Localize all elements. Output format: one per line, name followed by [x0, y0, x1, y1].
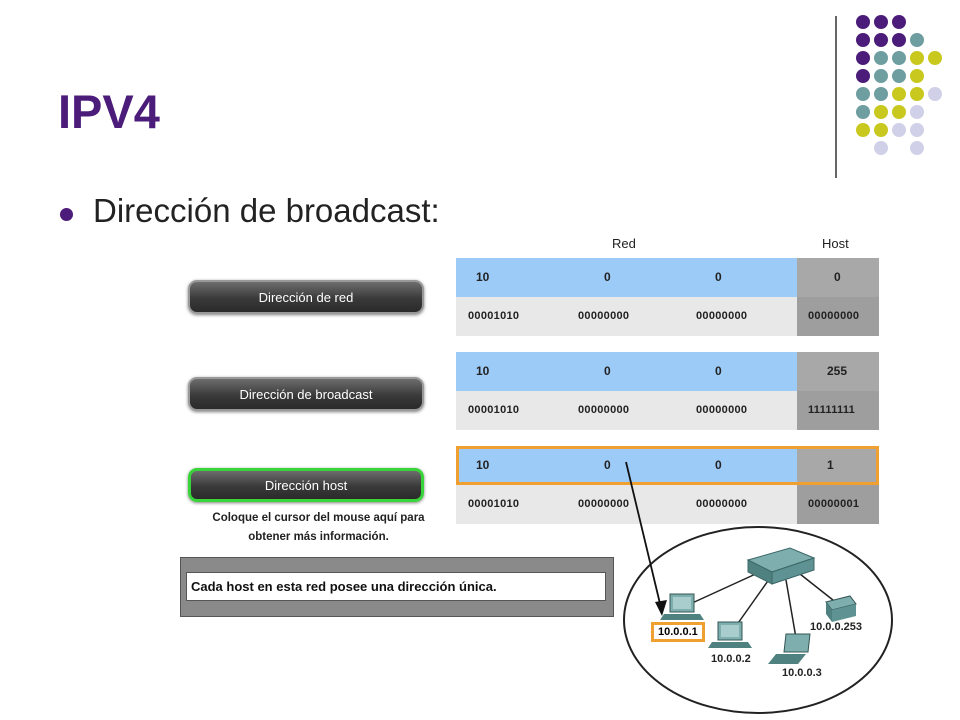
- octet-2-decimal: 0: [604, 458, 611, 472]
- slide-title: IPV4: [58, 85, 160, 138]
- bullet-text: Dirección de broadcast:: [93, 192, 440, 229]
- bullet-dot: [60, 208, 73, 221]
- broadcast-address-button[interactable]: Dirección de broadcast: [188, 377, 424, 411]
- octet-3-binary: 00000000: [696, 310, 748, 322]
- octet-4-decimal: 255: [827, 364, 848, 378]
- octet-4-binary: 11111111: [808, 404, 856, 416]
- octet-3-decimal: 0: [715, 458, 722, 472]
- host-row-highlight: [456, 446, 879, 485]
- octet-2-binary: 00000000: [578, 498, 630, 510]
- octet-4-binary: 00000000: [808, 310, 860, 322]
- link-host-2: [735, 577, 771, 627]
- octet-1-binary: 00001010: [468, 310, 520, 322]
- address-table-broadcast: 10 0 0 255 00001010 00000000 00000000 11…: [456, 352, 879, 430]
- octet-2-decimal: 0: [604, 364, 611, 378]
- column-header-red: Red: [612, 236, 636, 251]
- divider-line: [835, 16, 837, 178]
- link-host-3: [785, 579, 797, 639]
- octet-1-decimal: 10: [476, 270, 490, 284]
- switch-icon: [746, 547, 816, 585]
- arrow-line: [625, 461, 663, 613]
- octet-2-binary: 00000000: [578, 404, 630, 416]
- octet-4-binary: 00000001: [808, 498, 860, 510]
- octet-2-binary: 00000000: [578, 310, 630, 322]
- host-label-3: 10.0.0.3: [782, 667, 822, 679]
- octet-3-decimal: 0: [715, 270, 722, 284]
- laptop-icon: [768, 633, 811, 664]
- octet-3-binary: 00000000: [696, 498, 748, 510]
- network-address-button[interactable]: Dirección de red: [188, 280, 424, 314]
- info-text: Cada host en esta red posee una direcció…: [186, 572, 606, 601]
- octet-4-decimal: 0: [834, 270, 841, 284]
- hover-hint-line-2: obtener más información.: [248, 531, 389, 543]
- computer-icon-1: [660, 593, 704, 620]
- info-box: Cada host en esta red posee una direcció…: [180, 557, 614, 617]
- host-label-2: 10.0.0.2: [711, 653, 751, 665]
- octet-1-binary: 00001010: [468, 404, 520, 416]
- octet-3-binary: 00000000: [696, 404, 748, 416]
- host-label-4: 10.0.0.253: [810, 621, 862, 633]
- link-host-1: [689, 571, 761, 605]
- host-address-button[interactable]: Dirección host: [188, 468, 424, 502]
- octet-1-decimal: 10: [476, 458, 490, 472]
- host-label-1: 10.0.0.1: [651, 622, 705, 642]
- arrow-head: [655, 600, 667, 616]
- octet-1-decimal: 10: [476, 364, 490, 378]
- decorative-dot-grid: [0, 0, 960, 180]
- column-header-host: Host: [822, 236, 849, 251]
- octet-1-binary: 00001010: [468, 498, 520, 510]
- hover-hint-line-1: Coloque el cursor del mouse aquí para: [212, 512, 425, 524]
- network-ellipse: [623, 526, 893, 714]
- octet-3-decimal: 0: [715, 364, 722, 378]
- octet-4-decimal: 1: [827, 458, 834, 472]
- printer-icon: [825, 595, 857, 622]
- computer-icon-2: [708, 621, 752, 648]
- hover-hint: Coloque el cursor del mouse aquí para ob…: [196, 509, 441, 547]
- address-table-host: 10 0 0 1 00001010 00000000 00000000 0000…: [456, 446, 879, 524]
- octet-2-decimal: 0: [604, 270, 611, 284]
- address-table-network: 10 0 0 0 00001010 00000000 00000000 0000…: [456, 258, 879, 336]
- link-host-4: [799, 573, 839, 605]
